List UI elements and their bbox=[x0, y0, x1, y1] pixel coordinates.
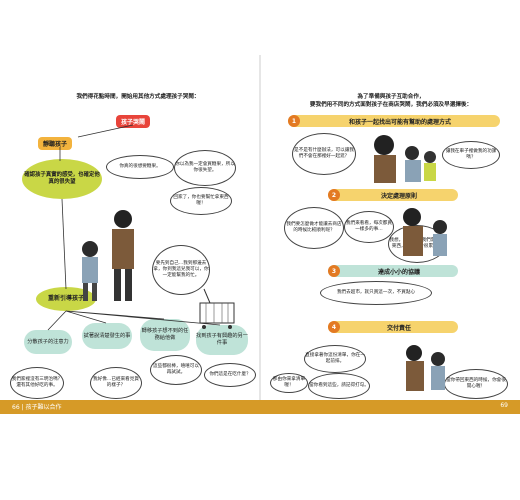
step-2-label: 決定處理原則 bbox=[380, 192, 417, 200]
shopping-basket-icon bbox=[199, 288, 235, 329]
bubble-right-1: 是不是有什麼辦法，可以讓我們不會在那裡好一起逛？ bbox=[292, 133, 356, 175]
step-4: 4 交付責任 bbox=[328, 321, 458, 333]
footer-page-number: 69 bbox=[500, 402, 508, 409]
bubble-left-8: 你們這是在吃什麼？ bbox=[204, 363, 256, 387]
tag-child-crying: 孩子哭鬧 bbox=[116, 115, 151, 128]
bubble-right-8: 那由你來拿清單喔！ bbox=[270, 373, 308, 393]
bubble-left-7: 這些都很棒，嘻嘻可以再試試。 bbox=[150, 355, 202, 385]
bubble-right-6: 我們去超市，就只買這一次，不買點心 bbox=[320, 281, 432, 305]
step-2-number: 2 bbox=[328, 189, 340, 201]
bubble-right-3: 我們要怎麼做才能讓去商店的時候比較順利呢？ bbox=[284, 207, 344, 249]
bubble-left-4: 要先到自己…我到那邊去拿，你到我這兒我可以，你一定能幫我的忙。 bbox=[152, 245, 210, 295]
page-gutter bbox=[259, 55, 261, 400]
tag-listen: 靜聽孩子 bbox=[38, 137, 73, 150]
step-2: 2 決定處理原則 bbox=[328, 189, 458, 201]
footer-left: 66 | 孩子難以合作 bbox=[12, 404, 62, 411]
bubble-left-1: 你真的很想要糖果。 bbox=[106, 155, 174, 179]
step-1: 1 和孩子一起找出可能有幫助的處理方式 bbox=[288, 115, 500, 127]
family-illustration-2 bbox=[403, 208, 447, 256]
step-1-number: 1 bbox=[288, 115, 300, 127]
option-distract: 分散孩子的注意力 bbox=[24, 330, 72, 354]
bubble-right-9: 當你看到這些，請記得打勾。 bbox=[308, 373, 370, 399]
step-3: 3 達成小小的協議 bbox=[328, 265, 458, 277]
bubble-left-2: 你以為我一定會買糖果，所以你很失望。 bbox=[174, 150, 236, 186]
bubble-right-10: 當你帶回東西的時候，你會很開心喔！ bbox=[444, 369, 508, 399]
blob-confirm-feelings: 確認孩子真實的感受，也確定他真的很失望 bbox=[22, 159, 102, 199]
bubble-right-2: 讓我在車子裡做我的功課嗎？ bbox=[442, 141, 500, 169]
right-page: 為了準備與孩子互助合作， 要我們用不同的方式面對孩子在商店哭鬧，我們必須及早選擇… bbox=[264, 55, 518, 400]
step-4-number: 4 bbox=[328, 321, 340, 333]
left-intro: 我們得花點時間，開始用其他方式處理孩子哭鬧： bbox=[76, 94, 200, 100]
family-illustration-1 bbox=[374, 135, 436, 183]
left-page: 我們得花點時間，開始用其他方式處理孩子哭鬧： 孩子哭鬧 靜聽孩子 確認孩子真實的… bbox=[8, 55, 262, 400]
bubble-right-4: 我們來看看，每次都買一樣多的事… bbox=[344, 211, 394, 243]
option-interest: 找到孩子有興趣的另一件事 bbox=[196, 325, 248, 355]
blob-redirect-text: 重新引導孩子 bbox=[47, 295, 84, 302]
bubble-left-6: 我好像…已經來看見貨的樣子？ bbox=[90, 367, 142, 399]
family-illustration-3 bbox=[406, 345, 445, 391]
footer-bar bbox=[0, 400, 520, 414]
blob-confirm-text: 確認孩子真實的感受，也確定他真的很失望 bbox=[24, 172, 100, 185]
option-task: 轉移孩子想不到的任務給他做 bbox=[140, 319, 190, 351]
bubble-left-5: 我們家裡沒有三明治嗎？還有其他好吃的事。 bbox=[10, 367, 64, 399]
step-4-label: 交付責任 bbox=[386, 324, 411, 332]
parent-child-illustration bbox=[82, 210, 134, 301]
flow-lines bbox=[47, 124, 221, 331]
step-3-number: 3 bbox=[328, 265, 340, 277]
option-explain: 試著說清楚發生的事 bbox=[82, 323, 132, 349]
step-1-label: 和孩子一起找出可能有幫助的處理方式 bbox=[348, 118, 451, 126]
bubble-left-3: 回家了，你也要幫忙拿東西喔！ bbox=[170, 187, 232, 215]
bubble-right-7: 直接拿著你這份清單，你在一起前排。 bbox=[304, 345, 366, 373]
step-3-label: 達成小小的協議 bbox=[377, 268, 420, 276]
right-intro: 為了準備與孩子互助合作， 要我們用不同的方式面對孩子在商店哭鬧，我們必須及早選擇… bbox=[309, 94, 473, 108]
